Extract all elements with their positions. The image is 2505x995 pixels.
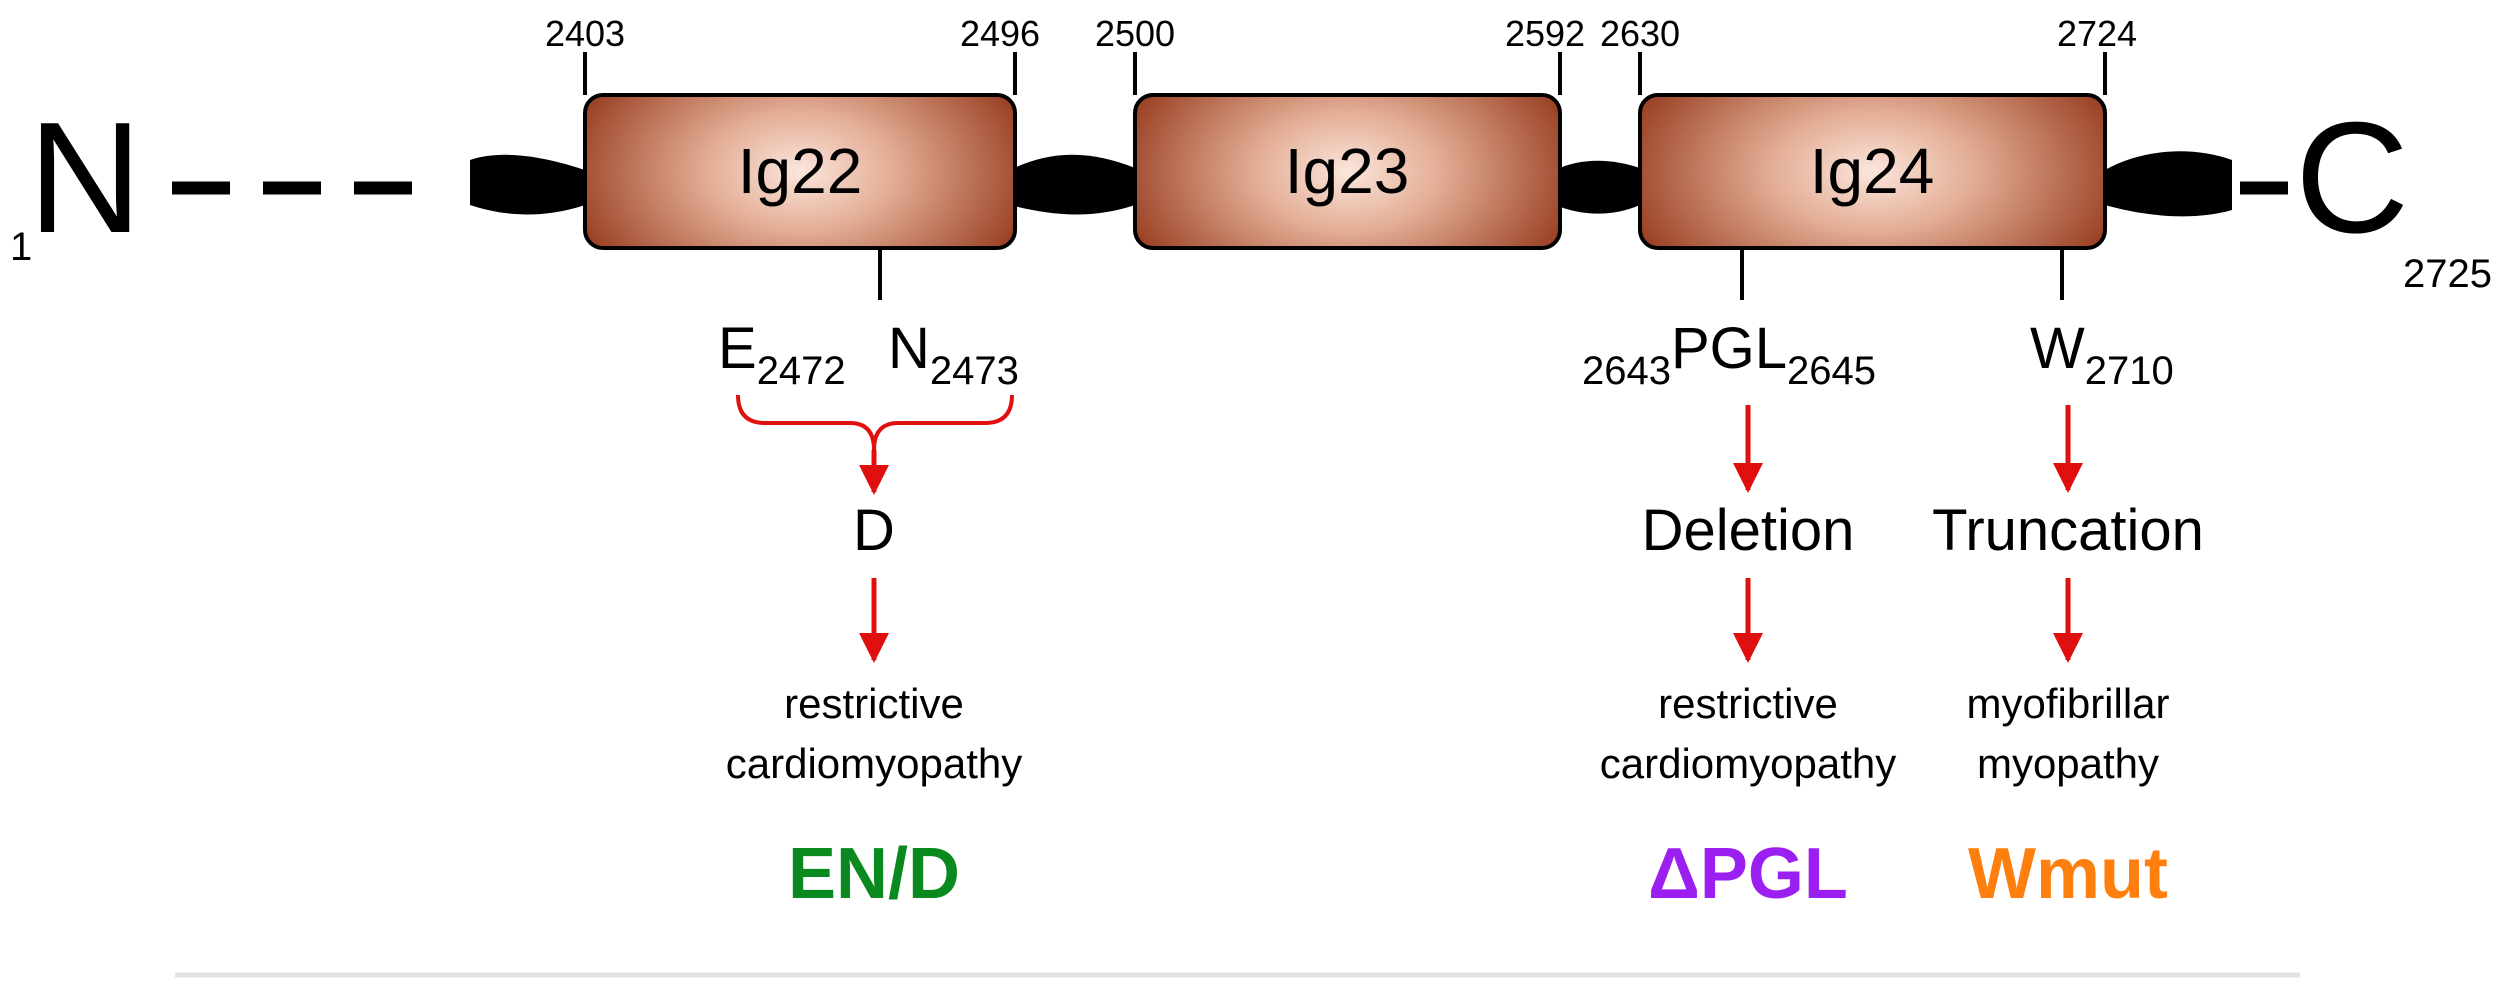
mutation-wmut: W2710 Truncation myofibrillar myopathy W… [1932,316,2204,914]
pgl-disease-line1: restrictive [1658,680,1838,727]
c-terminus-label: C [2295,90,2409,266]
domain-ig22: Ig22 [583,93,1017,250]
ig23-end-number: 2592 [1505,13,1585,54]
ig24-end-number: 2724 [2057,13,2137,54]
residue-e2472: E2472 [718,316,846,393]
linker-ig22-ig23 [1010,154,1135,215]
residue-n-number: 2473 [930,349,1019,393]
linker-ig23-ig24 [1555,160,1640,214]
pgl-end-number: 2645 [1787,349,1876,393]
c-terminus-subscript: 2725 [2403,252,2492,296]
en-d-bracket [736,394,1014,451]
ig23-start-number: 2500 [1095,13,1175,54]
w-number: 2710 [2085,349,2174,393]
domain-ig24-label: Ig24 [1810,135,1935,207]
residue-w2710: W2710 [2030,316,2174,393]
wmut-tag: Wmut [1968,834,2168,914]
en-d-disease-line1: restrictive [784,680,964,727]
domain-ig22-label: Ig22 [738,135,863,207]
domain-ig23-box [1133,93,1562,250]
ig22-start-number: 2403 [545,13,625,54]
domain-boundary-numbers: 2403 2496 2500 2592 2630 2724 [545,13,2137,54]
linker-n-end [470,154,585,215]
pgl-disease-line2: cardiomyopathy [1600,740,1896,787]
residue-pgl: 2643PGL2645 [1582,316,1876,393]
wmut-disease-line2: myopathy [1977,740,2159,787]
ig24-start-number: 2630 [1600,13,1680,54]
pgl-letters: PGL [1671,316,1787,381]
pgl-start-number: 2643 [1582,349,1671,393]
en-d-result: D [853,498,895,563]
linker-segments [470,151,2232,217]
mutation-en-d: E2472 N2473 D restrictive cardiomyopathy… [718,316,1022,914]
domain-ig24-box [1638,93,2107,250]
mutation-pgl: 2643PGL2645 Deletion restrictive cardiom… [1582,316,1896,914]
pgl-result: Deletion [1642,498,1855,563]
residue-e-letter: E [718,316,757,381]
domain-ig23-label: Ig23 [1285,135,1410,207]
w-letter: W [2030,316,2085,381]
domain-ig24: Ig24 [1638,93,2107,250]
wmut-disease-line1: myofibrillar [1966,680,2169,727]
linker-c-end [2105,151,2232,217]
pgl-tag: ΔPGL [1648,834,1848,914]
domain-ig22-box [583,93,1017,250]
residue-n2473: N2473 [888,316,1019,393]
domain-ig23: Ig23 [1133,93,1562,250]
n-terminus-label: N [28,90,142,266]
wmut-result: Truncation [1932,498,2204,563]
en-d-disease-line2: cardiomyopathy [726,740,1022,787]
domain-boundary-ticks [583,52,2107,95]
residue-n-letter: N [888,316,930,381]
n-terminus-subscript: 1 [10,225,32,269]
residue-e-number: 2472 [757,349,846,393]
ig22-end-number: 2496 [960,13,1040,54]
en-d-tag: EN/D [788,834,960,914]
mutation-site-stems [878,248,2064,300]
